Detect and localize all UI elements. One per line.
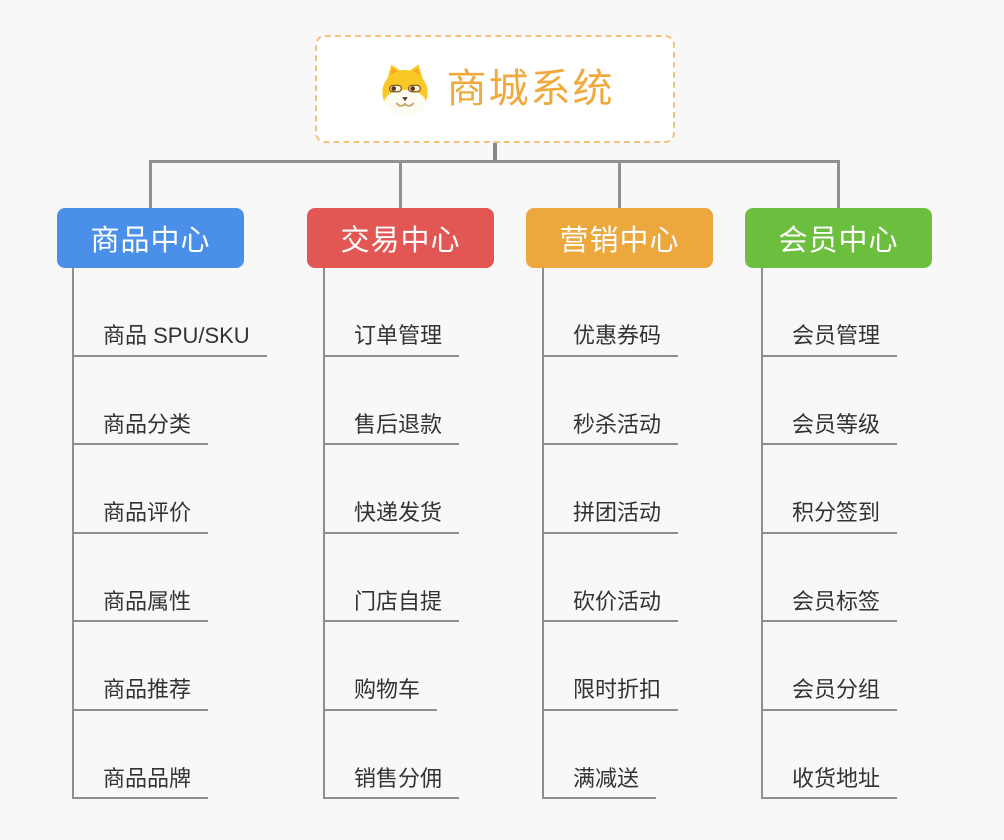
leaf-node[interactable]: 门店自提 <box>323 589 460 622</box>
shiba-dog-icon <box>376 61 434 117</box>
branch-label: 营销中心 <box>559 225 680 257</box>
leaf-node[interactable]: 优惠券码 <box>542 323 679 357</box>
leaf-node[interactable]: 会员管理 <box>761 323 898 357</box>
branch-label: 会员中心 <box>778 225 899 257</box>
branch-label: 交易中心 <box>340 225 461 257</box>
leaf-node[interactable]: 商品评价 <box>72 500 209 534</box>
branch-label: 商品中心 <box>90 225 211 257</box>
connector-drop <box>149 162 152 209</box>
leaf-node[interactable]: 销售分佣 <box>323 766 460 799</box>
leaf-node[interactable]: 订单管理 <box>323 323 460 357</box>
connector-spine <box>761 268 763 799</box>
leaf-node[interactable]: 商品品牌 <box>72 766 209 799</box>
connector-spine <box>542 268 544 799</box>
leaf-node[interactable]: 秒杀活动 <box>542 412 679 445</box>
leaf-node[interactable]: 商品推荐 <box>72 677 209 711</box>
connector-spine <box>72 268 74 799</box>
leaf-node[interactable]: 商品 SPU/SKU <box>72 323 267 357</box>
branch-box-product-center[interactable]: 商品中心 <box>57 208 244 268</box>
branch-children-trade: 订单管理 售后退款 快递发货 门店自提 购物车 销售分佣 <box>323 268 460 799</box>
leaf-node[interactable]: 快递发货 <box>323 500 460 534</box>
connector-horizontal <box>149 160 840 163</box>
leaf-node[interactable]: 限时折扣 <box>542 677 679 711</box>
leaf-node[interactable]: 积分签到 <box>761 500 898 534</box>
branch-box-member-center[interactable]: 会员中心 <box>745 208 932 268</box>
root-title: 商城系统 <box>446 67 615 111</box>
connector-root-stub <box>493 143 497 162</box>
leaf-node[interactable]: 拼团活动 <box>542 500 679 534</box>
connector-drop <box>618 162 621 209</box>
connector-drop <box>399 162 402 209</box>
branch-children-member: 会员管理 会员等级 积分签到 会员标签 会员分组 收货地址 <box>761 268 898 799</box>
leaf-node[interactable]: 会员等级 <box>761 412 898 445</box>
leaf-node[interactable]: 商品属性 <box>72 589 209 622</box>
branch-children-product: 商品 SPU/SKU 商品分类 商品评价 商品属性 商品推荐 商品品牌 <box>72 268 267 799</box>
connector-spine <box>323 268 325 799</box>
leaf-node[interactable]: 购物车 <box>323 677 438 711</box>
connector-drop <box>837 162 840 209</box>
leaf-node[interactable]: 满减送 <box>542 766 657 799</box>
leaf-node[interactable]: 商品分类 <box>72 412 209 445</box>
branch-box-trade-center[interactable]: 交易中心 <box>307 208 494 268</box>
leaf-node[interactable]: 砍价活动 <box>542 589 679 622</box>
branch-box-marketing-center[interactable]: 营销中心 <box>526 208 713 268</box>
leaf-node[interactable]: 会员标签 <box>761 589 898 622</box>
leaf-node[interactable]: 会员分组 <box>761 677 898 711</box>
leaf-node[interactable]: 收货地址 <box>761 766 898 799</box>
leaf-node[interactable]: 售后退款 <box>323 412 460 445</box>
root-node[interactable]: 商城系统 <box>315 35 675 143</box>
branch-children-marketing: 优惠券码 秒杀活动 拼团活动 砍价活动 限时折扣 满减送 <box>542 268 679 799</box>
